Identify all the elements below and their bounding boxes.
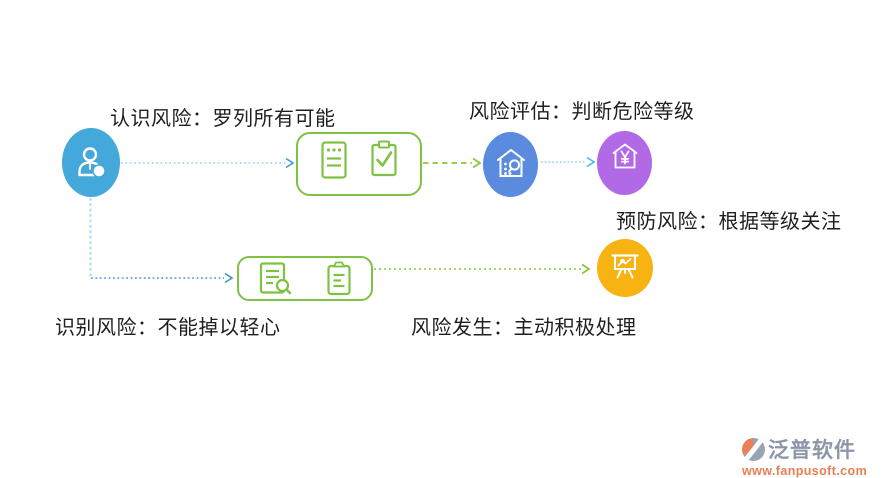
node-prevent — [597, 131, 652, 195]
node-documents-bottom — [237, 256, 373, 301]
connector-docs-to-assess — [423, 157, 482, 169]
watermark-url: www.fanpusoft.com — [742, 464, 868, 478]
caption-assess-risk: 风险评估：判断危险等级 — [469, 101, 695, 123]
form-icon — [321, 141, 347, 179]
caption-prevent-risk: 预防风险：根据等级关注 — [616, 211, 842, 233]
document-search-icon — [259, 261, 292, 294]
connector-person-to-docs2 — [89, 198, 234, 284]
caption-identify-risk: 识别风险：不能掉以轻心 — [55, 317, 281, 339]
watermark: 泛普软件 www.fanpusoft.com — [742, 434, 874, 478]
watermark-brand: 泛普软件 — [768, 439, 856, 462]
node-assess — [483, 132, 538, 197]
user-icon — [78, 146, 106, 178]
house-search-icon — [496, 149, 525, 177]
house-yen-icon — [612, 143, 637, 169]
presentation-chart-icon — [611, 254, 639, 279]
clipboard-check-icon — [371, 140, 397, 177]
caption-recognize-risk: 认识风险：罗列所有可能 — [110, 108, 336, 130]
connector-person-to-docs — [121, 157, 295, 169]
node-person — [62, 128, 120, 197]
caption-risk-occur: 风险发生：主动积极处理 — [411, 317, 637, 339]
connector-docs2-to-occur — [374, 263, 591, 275]
clipboard-lines-icon — [327, 261, 351, 295]
fanpu-logo-icon — [742, 437, 765, 461]
node-documents-top — [296, 132, 422, 196]
node-occur — [597, 239, 653, 297]
connector-assess-to-prevent — [541, 156, 596, 168]
